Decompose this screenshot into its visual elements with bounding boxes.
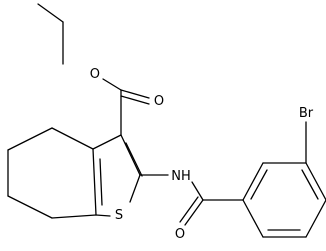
bond-amide-double-a xyxy=(184,199,204,226)
atom-label-nh: NH xyxy=(171,169,191,184)
bond-nh-amide-carbon xyxy=(191,181,204,201)
bond-c4-c5 xyxy=(7,127,53,151)
bond-aryl-3 xyxy=(305,162,326,201)
bond-c3-c2-inner xyxy=(125,142,143,177)
bond-aryl-1-inner xyxy=(250,169,268,200)
bond-aryl-3-inner xyxy=(301,169,319,200)
bond-aryl-1 xyxy=(242,162,264,201)
ethyl-ester-group xyxy=(37,3,150,136)
bond-c7-c7a xyxy=(51,214,97,219)
bond-amide-double-b xyxy=(179,196,199,223)
thiophene-ring xyxy=(92,134,143,217)
bond-c6-c7 xyxy=(7,195,53,219)
bond-aryl-4 xyxy=(305,199,326,238)
bond-oxygen-carbonyl-carbon xyxy=(102,78,122,91)
bond-c2-s xyxy=(129,174,141,203)
atom-label-sulfur: S xyxy=(115,208,123,223)
atom-label-bromine: Br xyxy=(299,106,314,121)
bromophenyl-ring xyxy=(242,121,326,238)
bond-c3a-c7a-inner xyxy=(99,158,103,206)
bond-c3-c2 xyxy=(120,134,141,176)
bond-carbonyl-double-a xyxy=(120,89,150,99)
bond-c3-c3a xyxy=(92,134,122,150)
atom-label-carbonyl-oxygen: O xyxy=(154,94,164,109)
cyclohexane-ring xyxy=(7,127,97,219)
bond-c3a-c7a xyxy=(92,148,97,216)
amide-linkage xyxy=(139,174,244,226)
bond-methyl-methylene xyxy=(37,3,64,23)
bond-aryl-6 xyxy=(242,199,264,238)
bond-s-c7a xyxy=(95,214,111,217)
atom-label-amide-oxygen: O xyxy=(175,227,185,242)
bond-c3a-c4 xyxy=(51,127,94,150)
atom-label-ester-oxygen: O xyxy=(90,67,100,82)
bond-carbonyl-double-b xyxy=(120,95,150,105)
